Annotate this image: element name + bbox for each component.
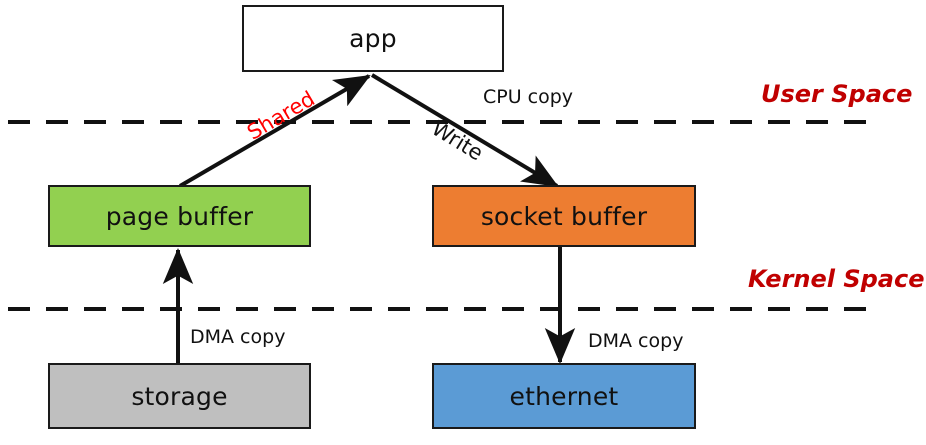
edge-shared-arrow [178,74,371,188]
node-app[interactable]: app [242,5,504,72]
node-page-buffer-label: page buffer [105,201,254,231]
edge-label-dma-read: DMA copy [190,326,286,348]
node-storage[interactable]: storage [48,363,311,429]
node-socket-buffer[interactable]: socket buffer [432,185,696,247]
node-ethernet-label: ethernet [509,381,619,411]
region-label-kernel-space: Kernel Space [748,265,925,293]
edge-write-arrow [370,73,559,188]
edge-label-dma-write: DMA copy [588,330,684,352]
annotation-cpu-copy: CPU copy [483,86,574,108]
node-page-buffer[interactable]: page buffer [48,185,311,247]
region-label-user-space: User Space [761,80,913,108]
node-ethernet[interactable]: ethernet [432,363,696,429]
node-app-label: app [349,24,397,53]
node-storage-label: storage [131,381,228,411]
node-socket-buffer-label: socket buffer [480,201,648,231]
